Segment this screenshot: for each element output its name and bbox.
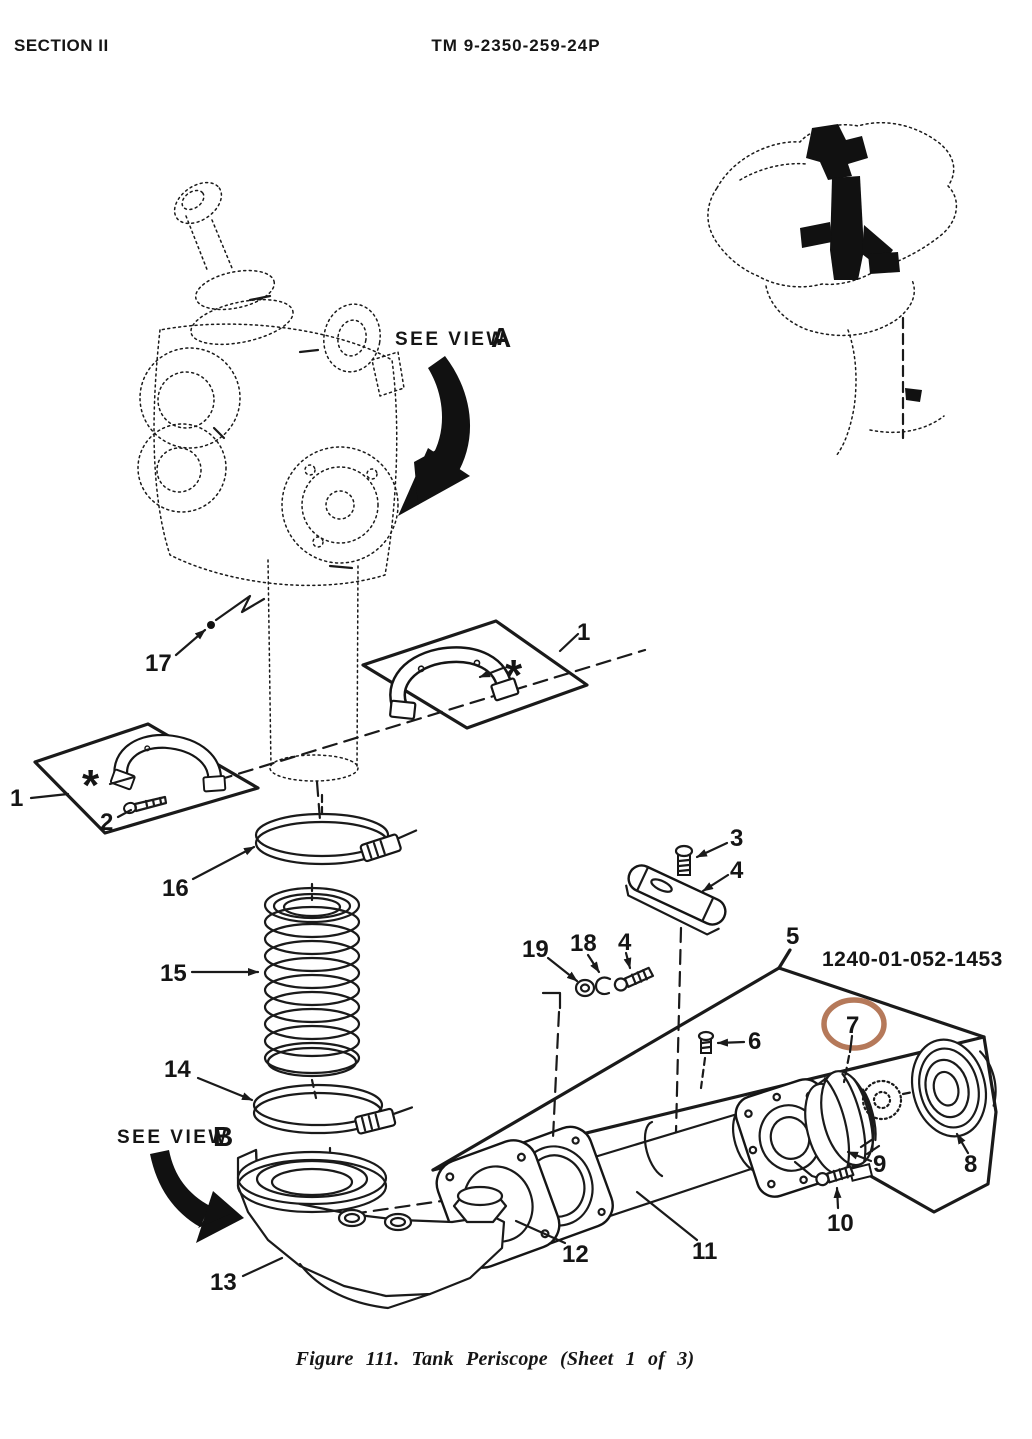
callout-19: 19: [522, 936, 549, 963]
screw-4-small: [613, 966, 655, 992]
clamp-axis-centerline: [216, 648, 647, 782]
callout-15: 15: [160, 960, 187, 987]
handle-4: [625, 864, 727, 936]
callout-5: 5: [786, 923, 799, 950]
section-label: SECTION II: [14, 36, 109, 55]
tm-number: TM 9-2350-259-24P: [431, 36, 601, 55]
callout-11: 11: [692, 1238, 717, 1265]
small-parts-group: 19 18 4: [522, 929, 655, 1140]
view-a-letter: A: [491, 322, 511, 353]
callout-9-leader: [846, 1150, 873, 1163]
clamp-kit-panel-1-right: * 1: [361, 619, 590, 730]
callout-3: 3: [730, 825, 743, 852]
clamp-kit-panel-1-left: * 2 1: [10, 722, 260, 836]
callout-10: 10: [827, 1210, 854, 1237]
eyepiece-8: [911, 1038, 997, 1138]
callout-6: 6: [748, 1028, 761, 1055]
hose-clamp-14: 14: [164, 1056, 414, 1182]
washer-19: [574, 978, 596, 998]
callout-8-leader: [955, 1132, 970, 1155]
handle-axis-dash: [674, 926, 683, 1134]
view-a-label: SEE VIEW A: [395, 322, 511, 353]
nsn-highlight-text: 1240-01-052-1453: [822, 948, 1003, 971]
callout-13: 13: [210, 1269, 237, 1296]
see-view-b-text: SEE VIEW: [117, 1127, 229, 1148]
spacer-dotted-circle: [861, 1079, 903, 1121]
callout-18: 18: [570, 930, 597, 957]
callout-9: 9: [873, 1151, 886, 1178]
asterisk-right: *: [505, 651, 523, 700]
callout-14: 14: [164, 1056, 191, 1083]
callout-12: 12: [562, 1241, 589, 1268]
callout-12-leader: [514, 1219, 567, 1245]
view-b-label: SEE VIEW B: [117, 1121, 233, 1152]
callout-16: 16: [162, 875, 189, 902]
hatch-marks: [859, 1137, 881, 1156]
view-a-arrow-icon: [398, 356, 471, 516]
screw-6: 6: [697, 1028, 761, 1090]
screw-3: [674, 844, 694, 876]
callout-1-left: 1: [10, 785, 23, 812]
callout-4-screw: 4: [618, 929, 632, 956]
figure-caption: Figure 111. Tank Periscope (Sheet 1 of 3…: [295, 1348, 695, 1370]
vehicle-locator-thumbnail: [707, 121, 958, 457]
callout-17: 17: [145, 650, 172, 677]
callout-1-right: 1: [577, 619, 590, 646]
periscope-mount-phantom-view: [137, 181, 405, 822]
bellows-15: 15: [160, 882, 361, 1100]
view-b-letter: B: [213, 1121, 233, 1152]
handle-assembly: 3 4: [625, 825, 744, 1134]
knurled-ring-9: [804, 1070, 877, 1182]
retaining-clip-18: [594, 976, 612, 996]
callout-2: 2: [100, 809, 113, 836]
highlight-ellipse: [821, 997, 887, 1051]
view-b-arrow-icon: [150, 1150, 244, 1243]
callout-8: 8: [964, 1151, 977, 1178]
screw-2: [123, 795, 168, 815]
hose-clamp-16: 16: [162, 793, 418, 902]
screw-10: 10: [793, 1160, 855, 1237]
asterisk-left: *: [82, 761, 100, 810]
nsn-highlight-group: 1240-01-052-1453 7: [821, 948, 1003, 1084]
callout-7: 7: [846, 1012, 859, 1039]
callout-4-handle: 4: [730, 857, 744, 884]
callout-17-group: 17: [145, 594, 266, 677]
housing-13: 13: [210, 1148, 508, 1310]
see-view-a-text: SEE VIEW: [395, 329, 507, 350]
